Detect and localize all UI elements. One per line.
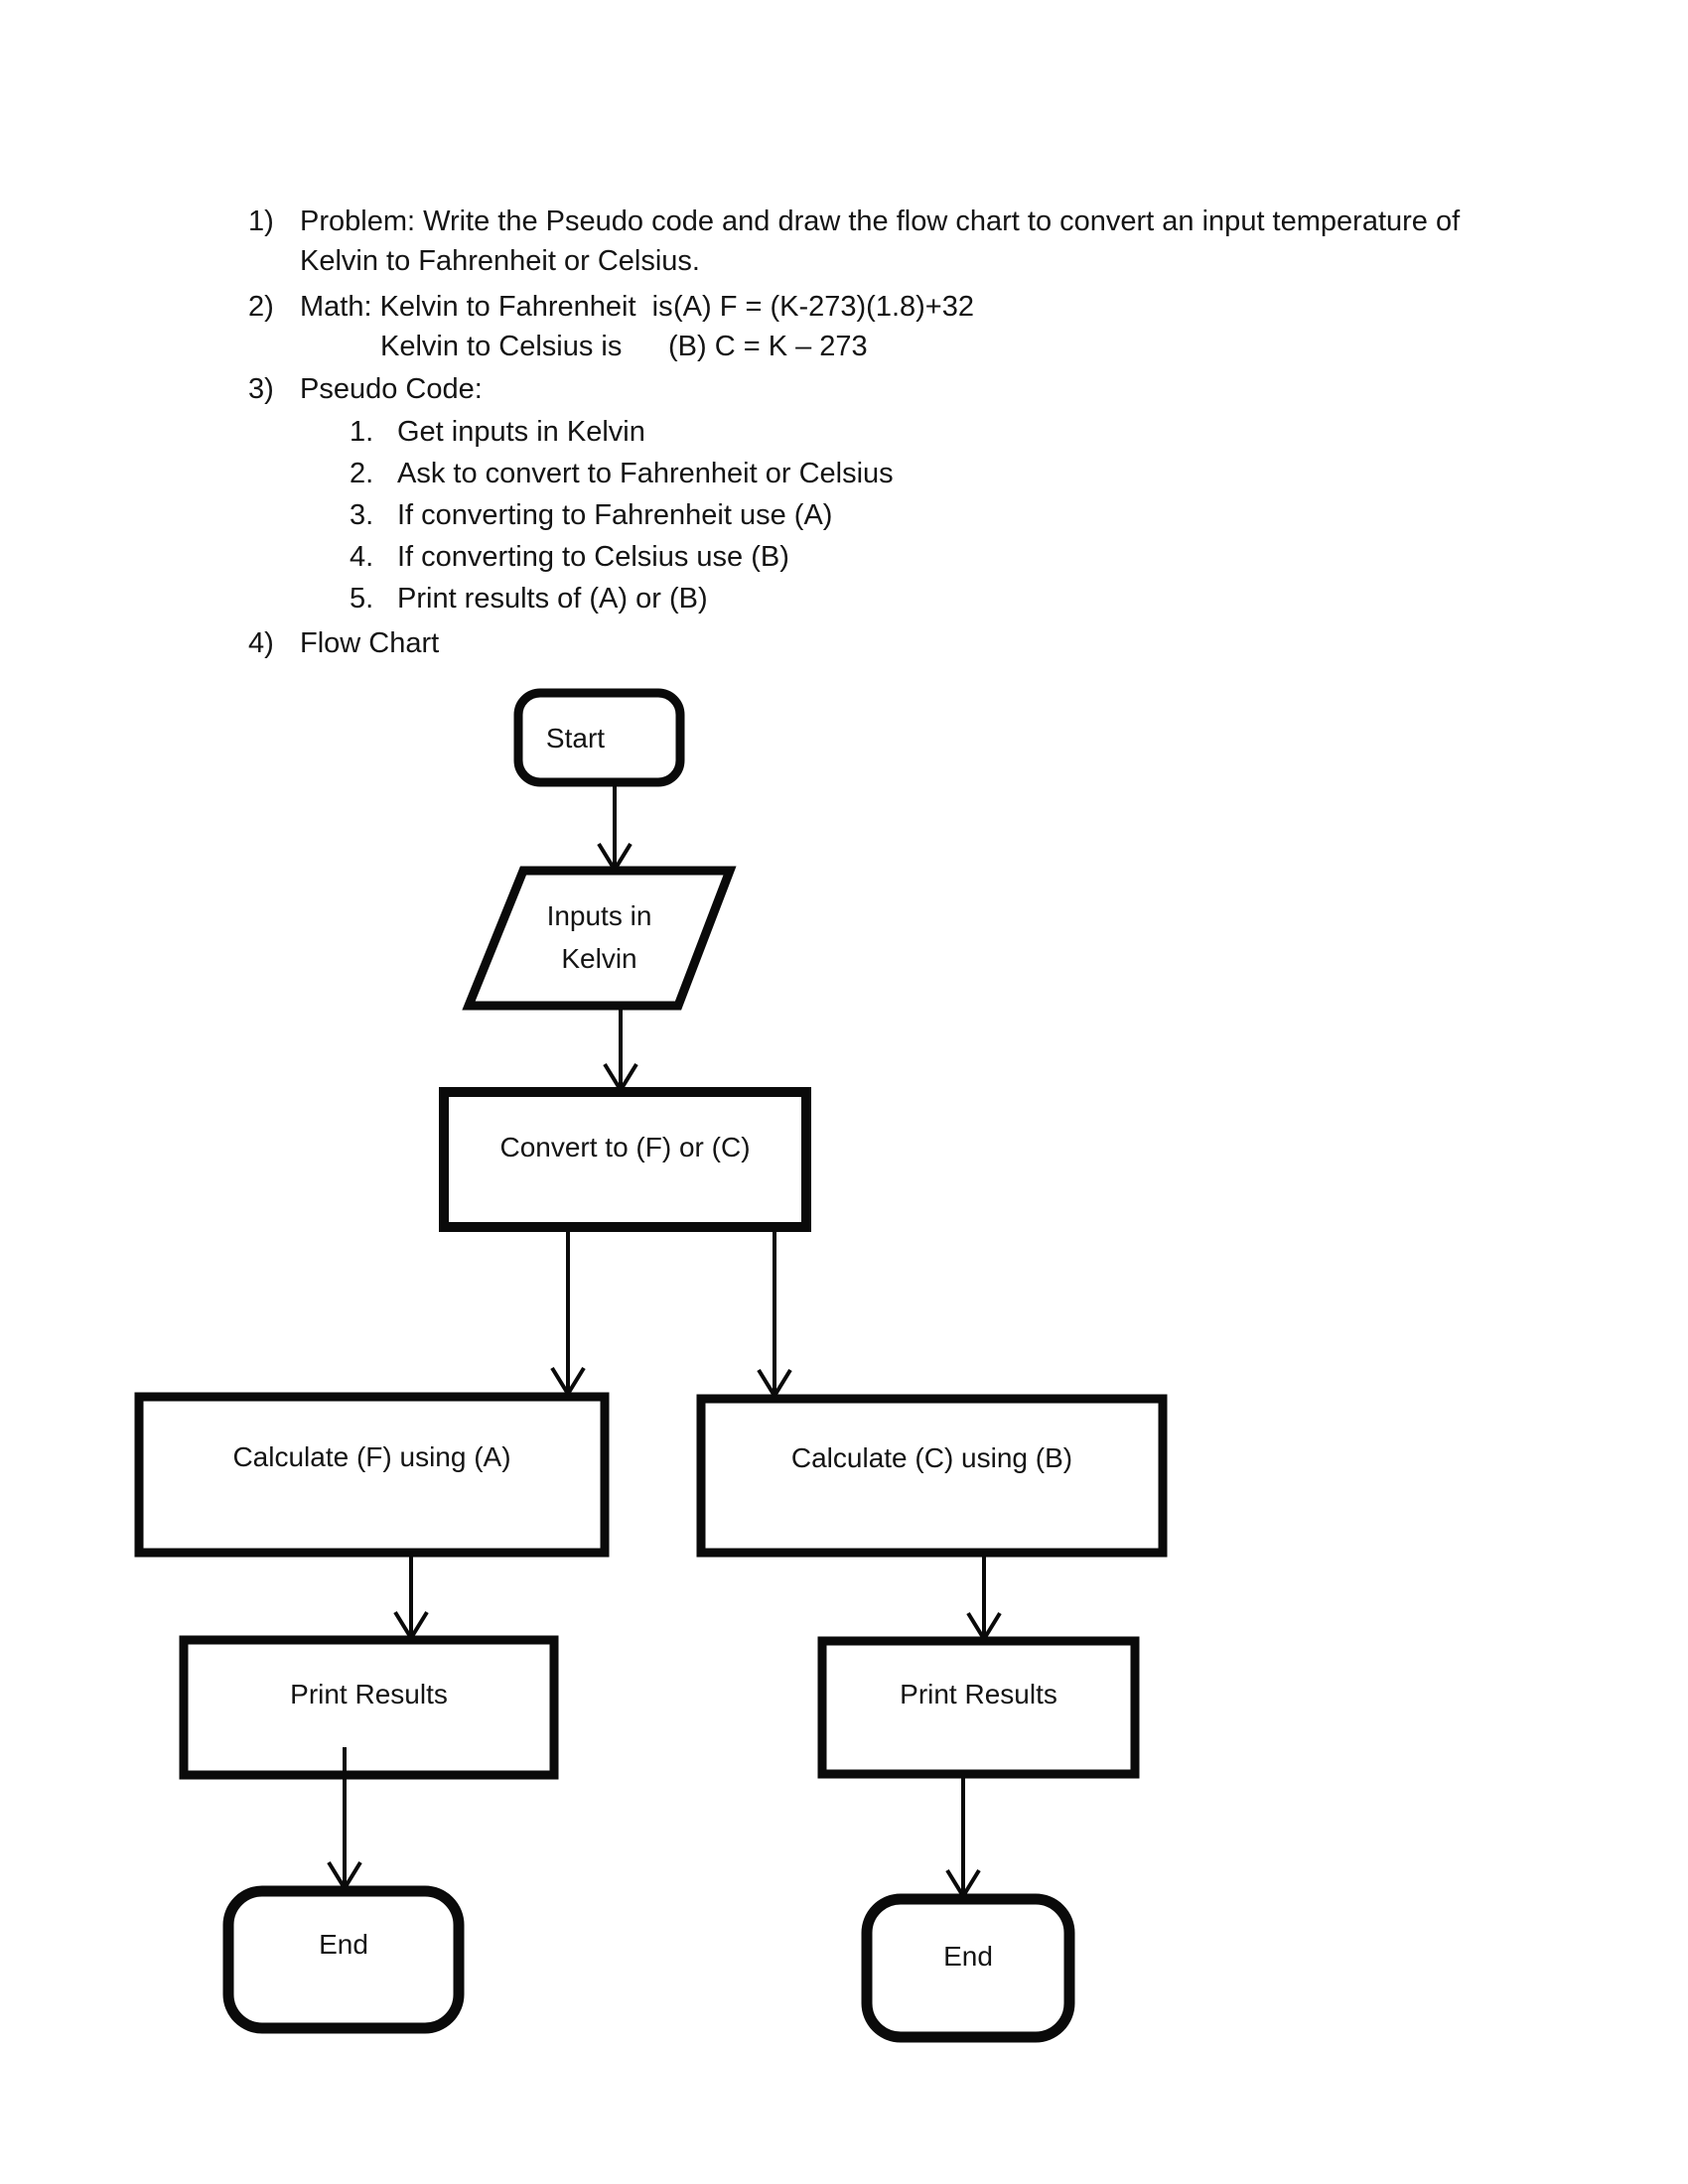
input-node-label-line-1: Inputs in xyxy=(546,900,652,931)
item-3-label: Pseudo Code: xyxy=(300,373,483,405)
arrowhead-convert-to-calc-c xyxy=(757,1368,792,1400)
calculate-f-node-shape xyxy=(134,1392,610,1558)
pseudo-step-1-number: 1. xyxy=(350,416,374,448)
item-2-formula-a: (A) F = (K-273)(1.8)+32 xyxy=(673,291,974,323)
print-results-left-shape xyxy=(179,1635,559,1780)
pseudo-step-4-text: If converting to Celsius use (B) xyxy=(397,541,789,573)
item-1-line-2: Kelvin to Fahrenheit or Celsius. xyxy=(300,245,700,277)
start-node-label: Start xyxy=(545,722,606,753)
pseudo-step-1-text: Get inputs in Kelvin xyxy=(397,416,645,448)
item-4-label: Flow Chart xyxy=(300,627,440,659)
pseudo-step-2-number: 2. xyxy=(350,458,374,489)
arrowhead-start-to-input xyxy=(597,842,633,874)
item-1-line-1: Problem: Write the Pseudo code and draw … xyxy=(300,205,1461,237)
calculate-c-node-shape xyxy=(696,1394,1168,1558)
input-parallelogram-shape xyxy=(462,866,737,1011)
end-right-node-label: End xyxy=(943,1941,993,1972)
start-node-shape xyxy=(513,688,685,787)
arrowhead-calc-c-to-print xyxy=(966,1611,1002,1643)
arrowhead-calc-f-to-print xyxy=(393,1610,429,1642)
pseudo-step-2-text: Ask to convert to Fahrenheit or Celsius xyxy=(397,458,894,489)
pseudo-step-3-number: 3. xyxy=(350,499,374,531)
arrowhead-print-left-to-end xyxy=(327,1860,362,1892)
pseudo-step-5-number: 5. xyxy=(350,583,374,614)
item-3-number: 3) xyxy=(248,373,274,405)
arrowhead-input-to-convert xyxy=(603,1062,638,1094)
print-results-left-label: Print Results xyxy=(290,1678,448,1709)
calculate-c-node-label: Calculate (C) using (B) xyxy=(790,1442,1073,1473)
input-node-label-line-2: Kelvin xyxy=(561,943,637,974)
print-results-right-shape xyxy=(817,1636,1140,1779)
calculate-f-node-label: Calculate (F) using (A) xyxy=(232,1441,511,1472)
end-left-node-shape xyxy=(222,1885,465,2034)
convert-node-shape xyxy=(439,1087,811,1232)
input-node-label: Inputs in Kelvin xyxy=(469,878,730,997)
end-left-node-label: End xyxy=(319,1928,368,1960)
arrowhead-convert-to-calc-f xyxy=(550,1366,586,1398)
item-2-line-1: Math: Kelvin to Fahrenheit is xyxy=(300,291,673,323)
item-2-line-2: Kelvin to Celsius is xyxy=(380,331,623,362)
pseudo-step-3-text: If converting to Fahrenheit use (A) xyxy=(397,499,833,531)
end-right-node-shape xyxy=(861,1893,1075,2043)
print-results-right-label: Print Results xyxy=(900,1678,1057,1709)
pseudo-step-4-number: 4. xyxy=(350,541,374,573)
convert-node-label: Convert to (F) or (C) xyxy=(499,1131,751,1162)
pseudo-step-5-text: Print results of (A) or (B) xyxy=(397,583,708,614)
item-2-formula-b: (B) C = K – 273 xyxy=(668,331,868,362)
item-4-number: 4) xyxy=(248,627,274,659)
item-1-number: 1) xyxy=(248,205,274,237)
arrowhead-print-right-to-end xyxy=(945,1868,981,1900)
item-2-number: 2) xyxy=(248,291,274,323)
